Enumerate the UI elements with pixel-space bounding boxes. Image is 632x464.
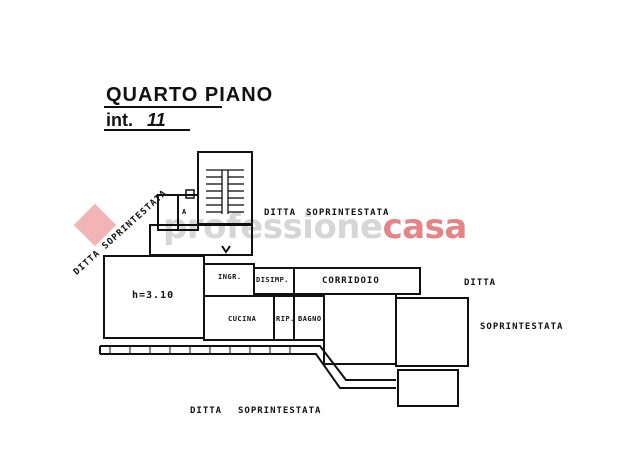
neighbor-label-bottom-1: DITTA xyxy=(190,406,223,416)
room-label-disimpegno: DISIMP. xyxy=(256,276,290,284)
unit-number: int. 11 xyxy=(106,110,166,131)
stair-well xyxy=(197,151,253,225)
balcony-outline xyxy=(100,345,396,381)
floor-title: QUARTO PIANO xyxy=(106,84,274,106)
room-label-stair-a: A xyxy=(182,208,187,216)
room-label-ingresso: INGR. xyxy=(218,273,242,281)
room-label-corridoio: CORRIDOIO xyxy=(322,276,380,286)
neighbor-label-right-1: DITTA xyxy=(464,278,497,288)
neighbor-label-top-2: SOPRINTESTATA xyxy=(306,208,390,218)
balcony-right xyxy=(397,369,459,407)
entry-arrow-icon xyxy=(221,245,231,254)
right-room-2 xyxy=(395,297,469,367)
watermark: professionecasa xyxy=(163,207,467,247)
room-label-cucina: CUCINA xyxy=(228,315,257,323)
neighbor-label-right-2: SOPRINTESTATA xyxy=(480,322,564,332)
right-room-1 xyxy=(323,293,397,365)
room-label-bagno: BAGNO xyxy=(298,315,322,323)
watermark-text-grey: professione xyxy=(163,207,383,247)
neighbor-label-bottom-2: SOPRINTESTATA xyxy=(238,406,322,416)
unit-prefix: int. xyxy=(106,110,133,130)
stair-steps xyxy=(206,169,244,214)
unit-value: 11 xyxy=(147,110,166,130)
watermark-text-red: casa xyxy=(382,207,468,247)
room-label-main: h=3.10 xyxy=(132,290,175,301)
room-label-ripostiglio: RIP. xyxy=(276,315,295,323)
balcony-hatch xyxy=(109,347,291,353)
neighbor-label-top-1: DITTA xyxy=(264,208,297,218)
